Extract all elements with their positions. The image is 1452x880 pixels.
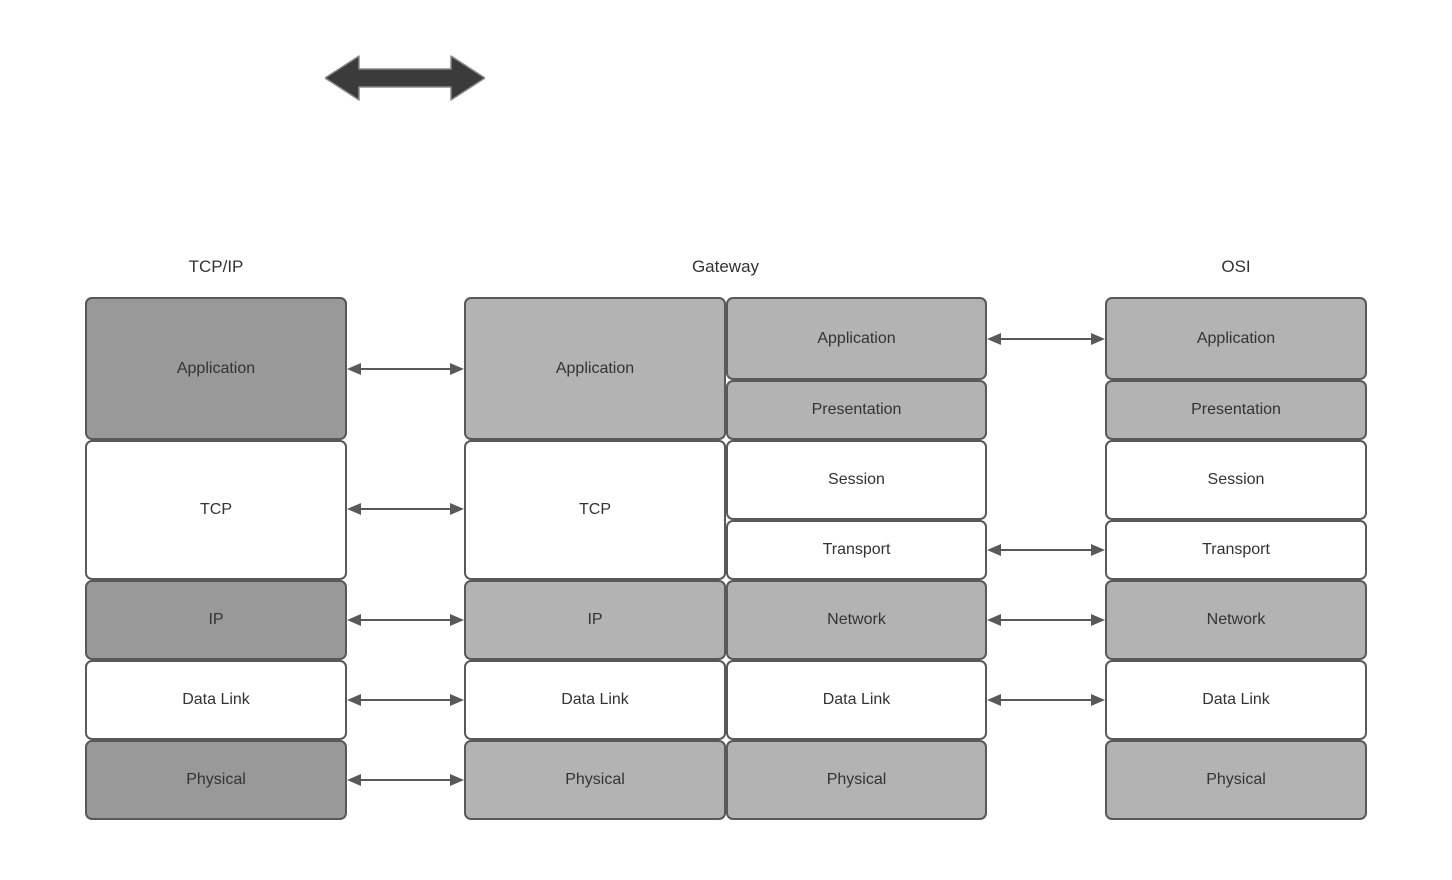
connector-tcpip-gateway-application <box>347 358 464 380</box>
gateway-left-layer-data-link[interactable]: Data Link <box>464 660 726 740</box>
gateway-right-layer-physical[interactable]: Physical <box>726 740 987 820</box>
connector-gateway-osi-application <box>987 328 1105 350</box>
gateway-left-layer-application[interactable]: Application <box>464 297 726 440</box>
connector-gateway-osi-data-link <box>987 689 1105 711</box>
osi-layer-data-link[interactable]: Data Link <box>1105 660 1367 740</box>
gateway-right-layer-data-link[interactable]: Data Link <box>726 660 987 740</box>
gateway-right-layer-network[interactable]: Network <box>726 580 987 660</box>
gateway-right-layer-application[interactable]: Application <box>726 297 987 380</box>
gateway-left-layer-tcp[interactable]: TCP <box>464 440 726 580</box>
column-heading-gateway: Gateway <box>691 257 760 276</box>
osi-layer-transport[interactable]: Transport <box>1105 520 1367 580</box>
connector-tcpip-gateway-physical <box>347 769 464 791</box>
column-heading-osi: OSI <box>1221 257 1251 276</box>
gateway-left-layer-ip[interactable]: IP <box>464 580 726 660</box>
bidirectional-arrow-icon <box>324 52 486 104</box>
tcpip-layer-physical[interactable]: Physical <box>85 740 347 820</box>
gateway-right-layer-transport[interactable]: Transport <box>726 520 987 580</box>
osi-layer-session[interactable]: Session <box>1105 440 1367 520</box>
connector-gateway-osi-transport <box>987 539 1105 561</box>
gateway-left-layer-physical[interactable]: Physical <box>464 740 726 820</box>
tcpip-layer-application-block[interactable]: Application <box>85 297 347 440</box>
osi-layer-application[interactable]: Application <box>1105 297 1367 380</box>
gateway-right-layer-presentation[interactable]: Presentation <box>726 380 987 440</box>
tcpip-layer-ip[interactable]: IP <box>85 580 347 660</box>
connector-tcpip-gateway-tcp <box>347 498 464 520</box>
tcpip-layer-data-link[interactable]: Data Link <box>85 660 347 740</box>
tcpip-layer-tcp[interactable]: TCP <box>85 440 347 580</box>
connector-tcpip-gateway-ip <box>347 609 464 631</box>
osi-layer-presentation[interactable]: Presentation <box>1105 380 1367 440</box>
osi-layer-network[interactable]: Network <box>1105 580 1367 660</box>
connector-gateway-osi-network <box>987 609 1105 631</box>
column-heading-tcpip: TCP/IP <box>188 257 244 276</box>
gateway-right-layer-session[interactable]: Session <box>726 440 987 520</box>
connector-tcpip-gateway-data-link <box>347 689 464 711</box>
osi-layer-physical[interactable]: Physical <box>1105 740 1367 820</box>
